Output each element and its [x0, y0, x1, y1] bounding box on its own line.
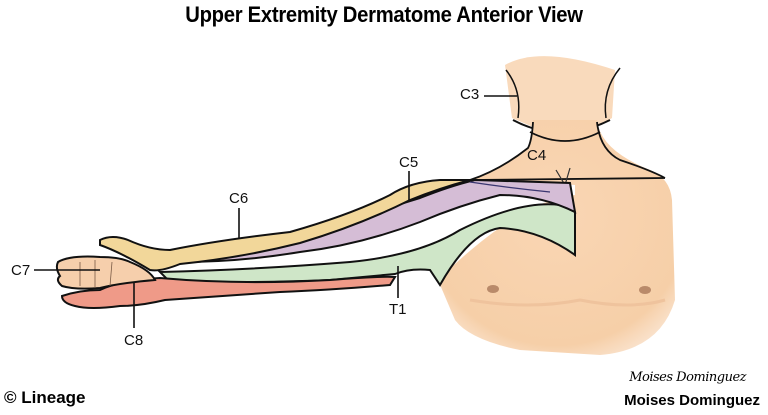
author-name: Moises Dominguez: [624, 392, 760, 409]
diagram-title: Upper Extremity Dermatome Anterior View: [185, 2, 583, 27]
label-c7: C7: [11, 262, 31, 279]
c7-dermatome-region: [55, 255, 157, 290]
copyright-text: © Lineage: [4, 388, 86, 407]
label-t1: T1: [389, 301, 407, 318]
label-c6: C6: [229, 190, 249, 207]
label-c8: C8: [124, 332, 144, 349]
label-c4: C4: [527, 147, 547, 164]
c6-dermatome-region: [99, 179, 471, 272]
label-c3: C3: [460, 86, 480, 103]
author-signature: Moises Dominguez: [629, 370, 746, 385]
label-c5: C5: [399, 154, 419, 171]
head-region: [505, 56, 621, 134]
